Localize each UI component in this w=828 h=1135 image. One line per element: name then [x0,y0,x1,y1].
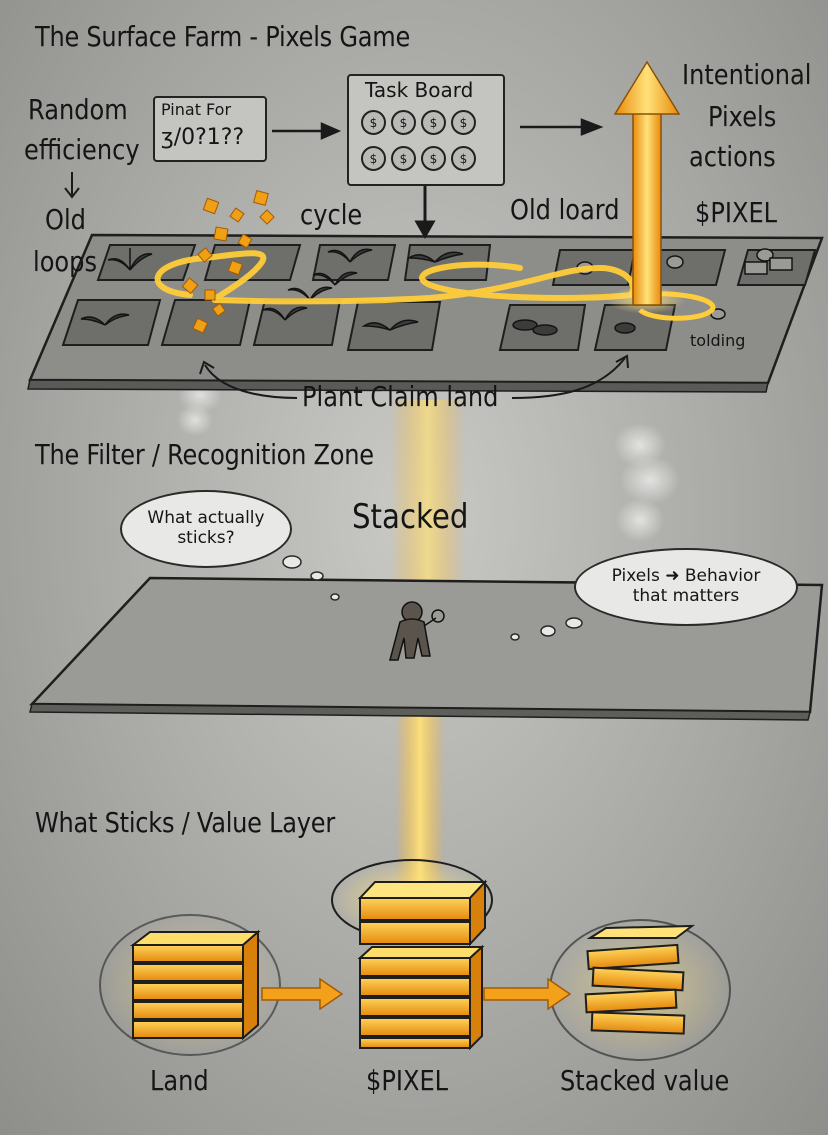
coin-icon: $ [391,146,416,171]
label-pixels: Pixels [708,102,776,131]
label-loops: loops [33,247,97,276]
section-title-filter: The Filter / Recognition Zone [35,440,374,469]
pixel-stack [332,860,492,1048]
label-old: Old [45,205,86,234]
coin-icon: $ [361,146,386,171]
task-board-title: Task Board [365,80,473,101]
coin-row-1: $ $ $ $ [361,110,476,135]
label-folding: tolding [690,333,745,350]
coin-row-2: $ $ $ $ [361,146,476,171]
arrow-task-down [417,186,433,236]
coin-icon: $ [421,110,446,135]
arrow-to-task-board [272,124,338,138]
label-plant-claim: Plant Claim land [302,382,498,411]
label-land: Land [150,1066,209,1095]
coin-icon: $ [421,146,446,171]
label-stacked-value: Stacked value [560,1066,729,1095]
label-actions: actions [689,142,776,171]
stacked-value-stack [550,920,730,1060]
label-cycle: cycle [300,200,362,229]
section-title-surface: The Surface Farm - Pixels Game [35,22,410,51]
pinat-card: Pinat For ʒ/0?1?? [153,96,267,162]
coin-icon: $ [391,110,416,135]
arrow-down-small [65,172,79,197]
label-old-board: Old loard [510,195,620,224]
bubble-left-line2: sticks? [177,529,234,549]
thought-bubble-left: What actually sticks? [120,490,292,568]
coin-icon: $ [451,146,476,171]
label-efficiency: efficiency [24,135,140,164]
label-stacked: Stacked [352,500,468,536]
bubble-right-line1: Pixels ➜ Behavior [612,567,761,587]
label-random: Random [28,95,128,124]
card-value: ʒ/0?1?? [161,126,244,149]
coin-icon: $ [361,110,386,135]
bubble-left-line1: What actually [147,509,264,529]
label-intentional: Intentional [682,60,811,89]
thought-bubble-right: Pixels ➜ Behavior that matters [574,548,798,626]
coin-icon: $ [451,110,476,135]
land-stack [100,915,280,1055]
section-title-value: What Sticks / Value Layer [35,808,335,837]
card-title: Pinat For [161,102,231,119]
arrow-to-intentional [520,120,600,134]
label-pixel-stack: $PIXEL [366,1066,448,1095]
bubble-right-pixels: Pixels [612,566,660,586]
bubble-right-behavior: Behavior [685,566,761,586]
arrow-right-icon: ➜ [665,566,679,586]
task-board: Task Board $ $ $ $ $ $ $ $ [347,74,505,186]
label-pixel-token: $PIXEL [695,198,777,227]
bubble-right-line2: that matters [633,587,740,607]
